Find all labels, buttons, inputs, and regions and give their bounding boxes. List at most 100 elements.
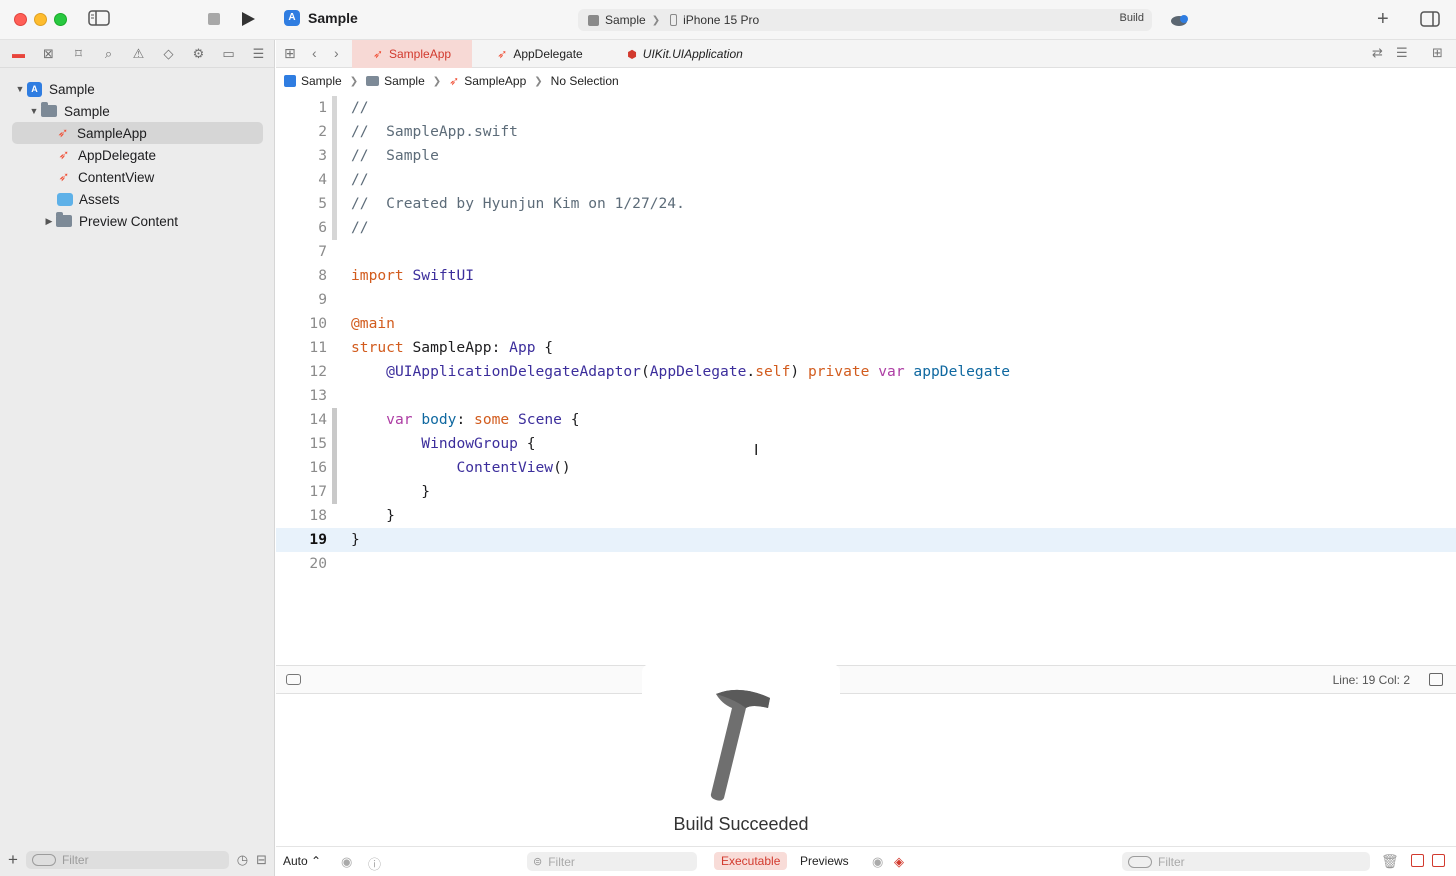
code-text[interactable]: @main: [351, 315, 395, 332]
scheme-device[interactable]: iPhone 15 Pro: [683, 13, 760, 27]
tree-item-project[interactable]: ▼ A Sample: [0, 78, 274, 100]
line-number[interactable]: 16: [309, 459, 327, 476]
code-text[interactable]: }: [351, 531, 360, 548]
breadcrumb-item[interactable]: Sample: [301, 74, 342, 88]
tree-item-sampleapp[interactable]: ➶ SampleApp: [12, 122, 263, 144]
line-number[interactable]: 14: [309, 411, 327, 428]
related-items-icon[interactable]: ⇄: [1372, 45, 1383, 60]
chevron-down-icon[interactable]: ▼: [15, 84, 25, 94]
line-number[interactable]: 19: [309, 531, 327, 548]
code-line[interactable]: 13: [276, 384, 1456, 408]
code-text[interactable]: struct SampleApp: App {: [351, 339, 554, 356]
line-number[interactable]: 18: [309, 507, 327, 524]
code-line[interactable]: 12 @UIApplicationDelegateAdaptor(AppDele…: [276, 360, 1456, 384]
breakpoint-toggle-icon[interactable]: ◈: [894, 854, 904, 869]
code-line[interactable]: 15 WindowGroup {: [276, 432, 1456, 456]
inspector-toggle-icon[interactable]: [1420, 11, 1440, 33]
run-icon[interactable]: [240, 11, 256, 33]
line-number[interactable]: 17: [309, 483, 327, 500]
line-number[interactable]: 2: [318, 123, 327, 140]
left-panel-toggle-icon[interactable]: [1411, 854, 1424, 867]
editor-options-icon[interactable]: ☰: [1396, 45, 1408, 60]
fold-ribbon[interactable]: [332, 408, 337, 504]
cloud-status-icon[interactable]: [1170, 11, 1190, 33]
code-line[interactable]: 9: [276, 288, 1456, 312]
sidebar-toggle-icon[interactable]: [88, 10, 110, 32]
test-diamond-icon[interactable]: ◇: [163, 45, 174, 61]
code-line[interactable]: 5// Created by Hyunjun Kim on 1/27/24.: [276, 192, 1456, 216]
code-text[interactable]: //: [351, 99, 369, 116]
eye-icon[interactable]: ◉: [872, 854, 884, 869]
line-number[interactable]: 12: [309, 363, 327, 380]
line-number[interactable]: 15: [309, 435, 327, 452]
code-line[interactable]: 16 ContentView(): [276, 456, 1456, 480]
bookmark-icon[interactable]: ⌑: [75, 45, 82, 61]
minimize-window-button[interactable]: [34, 13, 47, 26]
chevron-right-icon[interactable]: ▶: [45, 215, 53, 226]
source-control-icon[interactable]: ⊠: [43, 45, 54, 61]
trash-icon[interactable]: 🗑: [1381, 853, 1399, 869]
debug-area-toggle-icon[interactable]: [286, 674, 301, 685]
code-text[interactable]: //: [351, 219, 369, 236]
code-line[interactable]: 3// Sample: [276, 144, 1456, 168]
code-line[interactable]: 4//: [276, 168, 1456, 192]
close-window-button[interactable]: [14, 13, 27, 26]
eye-icon[interactable]: ◉: [341, 854, 353, 869]
tab-executable[interactable]: Executable: [714, 852, 788, 870]
line-number[interactable]: 8: [318, 267, 327, 284]
tab-appdelegate[interactable]: ➶ AppDelegate: [497, 47, 583, 61]
folder-icon[interactable]: ▬: [12, 46, 25, 61]
warning-icon[interactable]: ⚠: [132, 45, 145, 61]
scheme-selector[interactable]: Sample ❯ iPhone 15 Pro Build: [578, 9, 1152, 31]
tab-sampleapp[interactable]: ➶ SampleApp: [352, 40, 472, 68]
info-icon[interactable]: ⓘ: [368, 857, 382, 872]
line-number[interactable]: 20: [309, 555, 327, 572]
chevron-down-icon[interactable]: ▼: [29, 106, 39, 116]
tree-item-appdelegate[interactable]: ➶ AppDelegate: [0, 144, 274, 166]
fold-ribbon[interactable]: [332, 96, 337, 240]
code-text[interactable]: // Sample: [351, 147, 439, 164]
line-number[interactable]: 13: [309, 387, 327, 404]
code-line[interactable]: 11 struct SampleApp: App {: [276, 336, 1456, 360]
code-line[interactable]: 7: [276, 240, 1456, 264]
code-text[interactable]: @UIApplicationDelegateAdaptor(AppDelegat…: [386, 363, 1011, 380]
code-line[interactable]: 18 }: [276, 504, 1456, 528]
line-number[interactable]: 11: [309, 339, 327, 356]
add-icon[interactable]: +: [1377, 8, 1389, 30]
add-file-icon[interactable]: +: [8, 850, 18, 869]
code-line[interactable]: 14 var body: some Scene {: [276, 408, 1456, 432]
console-filter-input[interactable]: Filter: [1122, 852, 1370, 871]
tree-item-folder-sample[interactable]: ▼ Sample: [0, 100, 274, 122]
navigator-filter-input[interactable]: Filter: [25, 851, 229, 869]
code-line[interactable]: 6 //: [276, 216, 1456, 240]
code-text[interactable]: //: [351, 171, 369, 188]
breadcrumb-item[interactable]: No Selection: [550, 74, 619, 88]
tree-item-contentview[interactable]: ➶ ContentView: [0, 166, 274, 188]
line-number[interactable]: 5: [318, 195, 327, 212]
variables-scope-select[interactable]: Auto ⌃: [283, 854, 321, 868]
right-panel-toggle-icon[interactable]: [1432, 854, 1445, 867]
grid-icon[interactable]: ⊞: [284, 45, 296, 61]
line-number[interactable]: 1: [318, 99, 327, 116]
search-icon[interactable]: ⌕: [104, 45, 113, 61]
back-icon[interactable]: ‹: [312, 45, 317, 61]
panel-toggle-icon[interactable]: [1429, 673, 1443, 686]
line-number[interactable]: 9: [318, 291, 327, 308]
code-line[interactable]: 20: [276, 552, 1456, 576]
line-number[interactable]: 7: [318, 243, 327, 260]
recent-files-icon[interactable]: ◷: [236, 852, 249, 867]
line-number[interactable]: 6: [318, 219, 327, 236]
debug-icon[interactable]: ⚙: [192, 45, 205, 61]
breadcrumb-item[interactable]: SampleApp: [464, 74, 527, 88]
split-editor-icon[interactable]: ⊞: [1432, 45, 1443, 60]
code-text[interactable]: var body: some Scene {: [386, 411, 580, 428]
line-number[interactable]: 10: [309, 315, 327, 332]
code-text[interactable]: }: [351, 507, 395, 524]
code-line[interactable]: 10 @main: [276, 312, 1456, 336]
scheme-project[interactable]: Sample: [605, 13, 646, 27]
forward-icon[interactable]: ›: [334, 45, 339, 61]
code-line[interactable]: 19}: [276, 528, 1456, 552]
code-line[interactable]: 2// SampleApp.swift: [276, 120, 1456, 144]
